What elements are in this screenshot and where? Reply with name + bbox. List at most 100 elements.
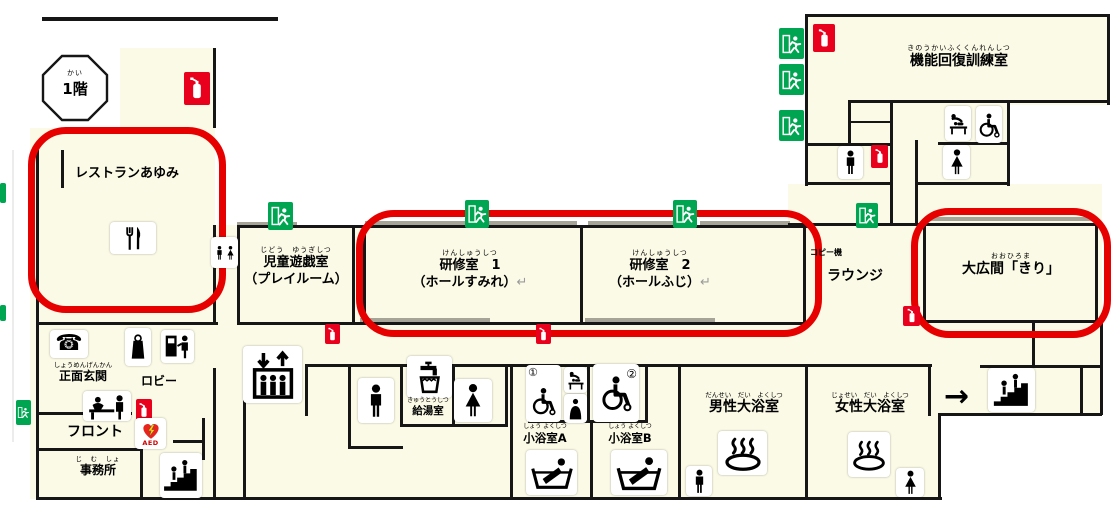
floor-label: 1階 xyxy=(62,79,88,98)
baby-changing-icon xyxy=(564,367,587,393)
furigana: しょうめんげんかん xyxy=(53,361,113,369)
wall xyxy=(42,17,278,21)
wall xyxy=(587,364,590,422)
floor-furigana: かい xyxy=(67,69,83,77)
furigana: しょう よくしつ xyxy=(608,423,652,430)
wall xyxy=(805,143,893,146)
furigana: けんしゅうしつ xyxy=(442,249,498,257)
threshold xyxy=(237,222,297,226)
wall xyxy=(400,364,403,426)
wall xyxy=(348,446,403,449)
label-copy-machine: コピー機 xyxy=(804,240,848,259)
room-label-lobby: ロビー xyxy=(134,374,184,389)
wall xyxy=(213,368,216,499)
wall xyxy=(580,225,583,324)
wall xyxy=(510,364,513,499)
room-name: 児童遊戯室 xyxy=(263,254,329,270)
room-name: 研修室 2 xyxy=(629,257,691,273)
highlight-restaurant xyxy=(28,127,226,313)
wall xyxy=(678,364,681,499)
wall xyxy=(938,413,941,499)
room-name: ロビー xyxy=(140,374,177,388)
room-label-mens-bath: だんせい だい よくしつ 男性大浴室 xyxy=(698,391,790,417)
furigana: きのうかいふくくんれんしつ xyxy=(907,44,1011,52)
room-name: コピー機 xyxy=(810,248,842,257)
wall xyxy=(363,225,366,324)
elevator-icon xyxy=(243,346,302,403)
room-label-office: じ む しょ 事務所 xyxy=(67,455,129,478)
room-name: フロント xyxy=(67,424,123,440)
wall xyxy=(1107,14,1110,105)
wall xyxy=(140,448,143,499)
womens-bath-woman-icon xyxy=(896,468,924,497)
fire-extinguisher-icon xyxy=(325,324,340,344)
exit-sign-icon xyxy=(673,200,697,228)
floor-area xyxy=(805,16,1108,105)
kiosk-machine-icon xyxy=(161,330,194,363)
wall xyxy=(923,320,1103,323)
room-label-bathA: しょう よくしつ 小浴室A xyxy=(512,423,578,445)
room-subname: （プレイルーム） xyxy=(244,271,348,287)
subname-text: （ホールふじ） xyxy=(609,274,701,290)
room-name: 正面玄関 xyxy=(58,369,107,384)
room-label-rehab: きのうかいふくくんれんしつ 機能回復訓練室 xyxy=(884,44,1034,70)
mens-bath-man-icon xyxy=(686,466,712,496)
room-label-kyutoshitsu: きゅうとうしつ 給湯室 xyxy=(402,397,454,418)
floor-area xyxy=(30,128,215,499)
exit-sign-icon xyxy=(779,110,804,141)
wall xyxy=(590,422,593,499)
room-name: 女性大浴室 xyxy=(835,399,905,416)
highlight-ohiroma xyxy=(911,208,1111,338)
room-name: レストランあゆみ xyxy=(74,166,179,181)
room-label-womens-bath: じょせい だい よくしつ 女性大浴室 xyxy=(824,391,916,417)
exit-sign-icon xyxy=(268,202,293,230)
phone-icon: ☎ xyxy=(50,330,88,358)
wall xyxy=(805,14,1110,17)
bag-icon xyxy=(125,328,151,366)
furigana: けんしゅうしつ xyxy=(632,249,688,257)
furigana: じょせい だい よくしつ xyxy=(831,391,909,399)
exit-sign-icon xyxy=(856,203,878,228)
wall xyxy=(243,400,246,497)
room-label-lounge: ラウンジ xyxy=(820,268,890,286)
room-name: 給湯室 xyxy=(412,404,444,417)
wall xyxy=(1080,365,1083,415)
wall xyxy=(805,14,808,186)
room-label-ohiroma: おおひろま 大広間「きり」 xyxy=(941,252,1081,278)
fire-extinguisher-icon xyxy=(536,324,551,344)
room-subname: （ホールすみれ）↵ xyxy=(390,274,550,292)
threshold xyxy=(928,217,1093,221)
room-label-playroom: じどう ゆうぎしつ 児童遊戯室 （プレイルーム） xyxy=(237,246,355,288)
furigana: しょう よくしつ xyxy=(523,423,567,430)
womens-toilet-icon xyxy=(943,145,970,179)
fire-extinguisher-icon xyxy=(136,399,152,421)
wall xyxy=(173,440,205,443)
wall xyxy=(36,322,218,325)
wall xyxy=(237,322,809,325)
subname-text: （ホールすみれ） xyxy=(412,274,517,290)
floor-area xyxy=(215,225,807,330)
room-label-restaurant: レストランあゆみ xyxy=(57,166,197,182)
onsen-icon xyxy=(848,432,890,477)
furigana: おおひろま xyxy=(991,252,1031,260)
aed-icon: AED xyxy=(135,418,166,449)
room-name: ラウンジ xyxy=(827,268,883,284)
octagon-outline xyxy=(41,54,109,122)
wall xyxy=(36,448,143,451)
circled-number-2: ② xyxy=(626,367,637,381)
wall xyxy=(788,223,858,226)
room-name: 機能回復訓練室 xyxy=(910,52,1008,69)
threshold xyxy=(588,221,688,225)
wall xyxy=(1100,320,1103,415)
wall xyxy=(452,364,455,426)
womens-toilet-icon xyxy=(454,379,492,422)
wall xyxy=(890,100,893,225)
circled-number-1: ① xyxy=(528,366,538,379)
threshold xyxy=(487,221,577,225)
restroom-pair-icon xyxy=(211,237,238,268)
floor-badge-text: かい 1階 xyxy=(41,69,109,99)
exit-sign-icon xyxy=(465,200,489,228)
furigana: じ む しょ xyxy=(75,455,121,463)
room-name: 小浴室B xyxy=(608,430,652,445)
